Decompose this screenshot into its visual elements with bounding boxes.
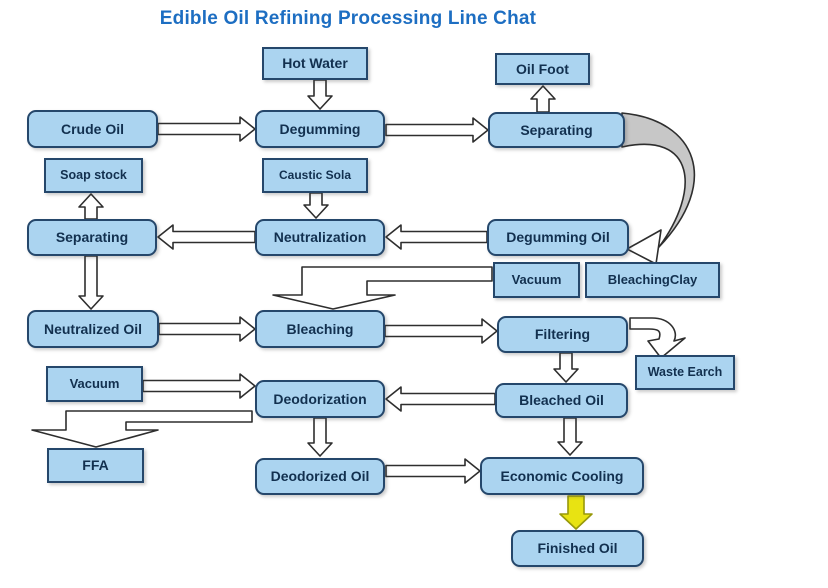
node-neutralization: Neutralization xyxy=(255,219,385,256)
arrow-separating-top-to-oil-foot xyxy=(530,85,556,113)
node-filtering: Filtering xyxy=(497,316,628,353)
arrow-vacuum-bottom-to-deodorization xyxy=(142,373,256,399)
node-finished-oil: Finished Oil xyxy=(511,530,644,567)
arrow-filtering-to-bleached-oil xyxy=(553,352,579,383)
node-label: Deodorization xyxy=(273,390,367,407)
node-label: Neutralization xyxy=(273,229,367,246)
node-economic-cooling: Economic Cooling xyxy=(480,457,644,495)
node-deodorized-oil: Deodorized Oil xyxy=(255,458,385,495)
arrow-deodorized-oil-to-economic-cooling xyxy=(385,458,481,484)
arrow-vacuum-top-to-bleaching xyxy=(272,266,493,310)
node-oil-foot: Oil Foot xyxy=(495,53,590,85)
node-label: Finished Oil xyxy=(537,540,618,557)
node-bleached-oil: Bleached Oil xyxy=(495,383,628,418)
node-label: Caustic Sola xyxy=(278,168,352,183)
arrow-deodorization-to-deodorized-oil xyxy=(307,417,333,457)
node-label: BleachingClay xyxy=(607,272,698,288)
node-label: Soap stock xyxy=(60,167,127,182)
arrow-separating-top-to-degumming-oil-body xyxy=(621,112,696,248)
node-label: Separating xyxy=(520,121,593,138)
node-bleaching-clay: BleachingClay xyxy=(585,262,720,298)
arrow-bleaching-to-filtering xyxy=(384,318,498,344)
arrow-neutralized-oil-to-bleaching xyxy=(158,316,256,342)
node-caustic-sola: Caustic Sola xyxy=(262,158,368,193)
node-vacuum-bottom: Vacuum xyxy=(46,366,143,402)
arrow-degumming-to-separating-top xyxy=(385,117,489,143)
node-soap-stock: Soap stock xyxy=(44,158,143,193)
node-separating-top: Separating xyxy=(488,112,625,148)
arrow-filtering-to-waste-earch xyxy=(629,317,686,359)
node-bleaching: Bleaching xyxy=(255,310,385,348)
node-label: Vacuum xyxy=(69,376,120,392)
node-label: Oil Foot xyxy=(516,60,569,77)
node-label: Vacuum xyxy=(511,272,562,288)
node-label: Economic Cooling xyxy=(500,467,624,484)
arrow-separating-left-to-soap-stock xyxy=(78,193,104,220)
node-label: FFA xyxy=(82,457,109,474)
node-label: Hot Water xyxy=(282,55,348,72)
node-label: Separating xyxy=(55,229,129,246)
arrow-bleached-oil-to-economic-cooling xyxy=(557,417,583,456)
arrow-separating-top-to-degumming-oil-head xyxy=(626,229,662,265)
arrow-caustic-sola-to-neutralization xyxy=(303,192,329,219)
arrow-bleached-oil-to-deodorization xyxy=(385,386,496,412)
node-label: Neutralized Oil xyxy=(43,320,143,337)
node-vacuum-top: Vacuum xyxy=(493,262,580,298)
node-separating-left: Separating xyxy=(27,219,157,256)
node-label: Crude Oil xyxy=(60,120,124,137)
arrow-degumming-oil-to-neutralization xyxy=(385,224,488,250)
node-hot-water: Hot Water xyxy=(262,47,368,80)
arrow-separating-left-to-neutralized-oil xyxy=(78,255,104,310)
node-neutralized-oil: Neutralized Oil xyxy=(27,310,159,348)
node-label: Degumming Oil xyxy=(506,229,610,246)
node-waste-earch: Waste Earch xyxy=(635,355,735,390)
node-label: Deodorized Oil xyxy=(270,468,370,485)
node-label: Waste Earch xyxy=(647,364,723,379)
arrow-economic-cooling-to-finished-oil xyxy=(559,495,593,530)
node-label: Degumming xyxy=(279,120,361,137)
node-ffa: FFA xyxy=(47,448,144,483)
node-label: Filtering xyxy=(534,326,591,343)
arrow-hot-water-to-degumming xyxy=(307,79,333,110)
node-label: Bleaching xyxy=(286,320,354,337)
node-label: Bleached Oil xyxy=(519,392,604,409)
arrow-crude-oil-to-degumming xyxy=(157,116,256,142)
node-degumming: Degumming xyxy=(255,110,385,148)
arrow-neutralization-to-separating-left xyxy=(157,224,256,250)
node-degumming-oil: Degumming Oil xyxy=(487,219,629,256)
diagram-title: Edible Oil Refining Processing Line Chat xyxy=(159,8,537,29)
node-crude-oil: Crude Oil xyxy=(27,110,158,148)
arrow-deodorization-to-ffa xyxy=(31,410,253,448)
node-deodorization: Deodorization xyxy=(255,380,385,418)
